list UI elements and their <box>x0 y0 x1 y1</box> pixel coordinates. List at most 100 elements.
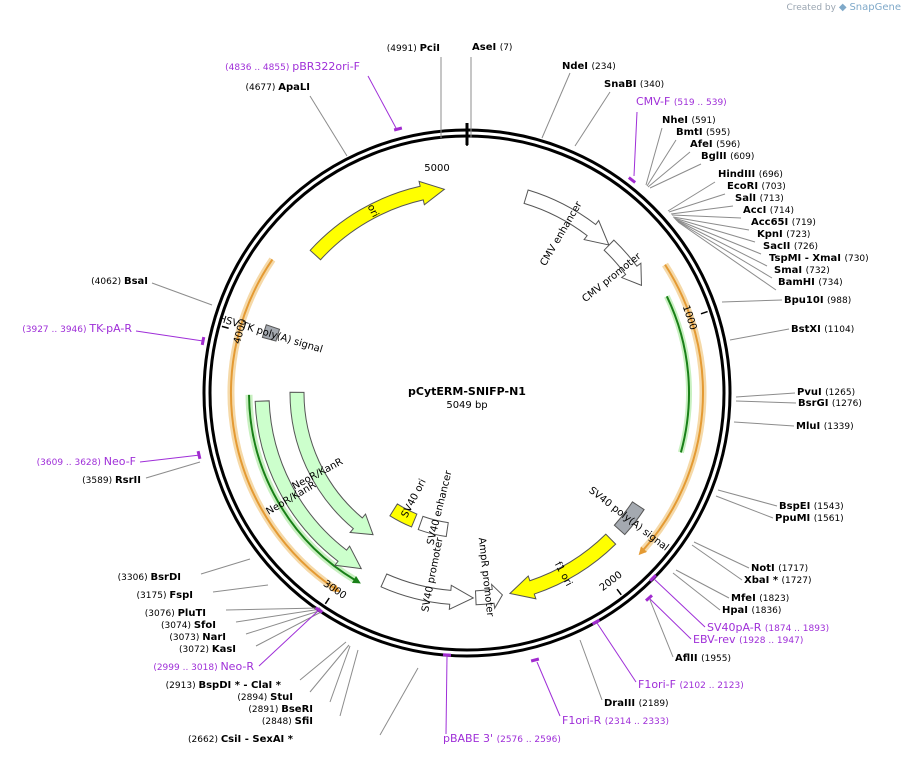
enzyme-name: BstXI <box>791 324 824 335</box>
enzyme-label[interactable]: (3589) RsrII <box>82 475 141 486</box>
enzyme-label[interactable]: NheI (591) <box>662 115 716 126</box>
enzyme-label[interactable]: TspMI - XmaI (730) <box>769 253 869 264</box>
feature-ampr-promoter[interactable] <box>474 583 504 610</box>
enzyme-label[interactable]: MfeI (1823) <box>731 593 789 604</box>
primer-leader <box>652 577 706 628</box>
enzyme-label[interactable]: (2662) CsiI - SexAI * <box>188 734 294 745</box>
enzyme-label[interactable]: (3072) KasI <box>179 644 236 655</box>
enzyme-position: (713) <box>760 194 784 204</box>
primer-label[interactable]: F1ori-F (2102 .. 2123) <box>638 678 744 691</box>
feature-sv40-ori[interactable] <box>389 503 418 528</box>
feature-neor-outer[interactable] <box>289 391 374 536</box>
primer-label[interactable]: pBABE 3' (2576 .. 2596) <box>443 732 561 745</box>
enzyme-name: ApaLI <box>278 82 310 93</box>
primer-leader <box>139 454 201 463</box>
enzyme-position: (596) <box>716 140 740 150</box>
enzyme-label[interactable]: KpnI (723) <box>757 229 810 240</box>
enzyme-label[interactable]: (4677) ApaLI <box>245 82 310 93</box>
enzyme-name: BsrDI <box>150 572 181 583</box>
enzyme-name: NheI <box>662 115 691 126</box>
enzyme-leader <box>667 181 716 212</box>
enzyme-name: FspI <box>169 590 193 601</box>
enzyme-leader <box>668 193 726 213</box>
primer-position: (3927 .. 3946) <box>22 325 89 335</box>
enzyme-label[interactable]: (2891) BseRI <box>248 704 313 715</box>
feature-f1-ori[interactable] <box>508 533 617 600</box>
feature-hsv-tk-polya[interactable] <box>261 324 281 342</box>
enzyme-label[interactable]: XbaI * (1727) <box>744 575 811 586</box>
enzyme-name: HpaI <box>722 605 751 616</box>
primer-label[interactable]: CMV-F (519 .. 539) <box>636 95 727 108</box>
enzyme-position: (734) <box>818 278 842 288</box>
primer-label[interactable]: (3927 .. 3946) TK-pA-R <box>22 322 132 335</box>
enzyme-label[interactable]: (3306) BsrDI <box>118 572 181 583</box>
feature-cmv-enhancer[interactable] <box>523 189 610 246</box>
enzyme-label[interactable]: (2913) BspDI * - ClaI * <box>166 680 282 691</box>
feature-sv40-promoter[interactable] <box>380 573 475 611</box>
enzyme-label[interactable]: HpaI (1836) <box>722 605 781 616</box>
enzyme-label[interactable]: AccI (714) <box>743 205 794 216</box>
enzyme-label[interactable]: (4062) BsaI <box>91 276 148 287</box>
primer-label[interactable]: SV40pA-R (1874 .. 1893) <box>707 621 829 634</box>
primer-name: Neo-R <box>220 660 254 673</box>
enzyme-label[interactable]: (2848) SfiI <box>262 716 313 727</box>
enzyme-name: AflII <box>675 653 701 664</box>
enzyme-label[interactable]: (3076) PluTI <box>145 608 206 619</box>
enzyme-label[interactable]: (3073) NarI <box>169 632 226 643</box>
enzyme-leader <box>693 541 750 569</box>
enzyme-label[interactable]: MluI (1339) <box>796 421 854 432</box>
primer-leader <box>633 111 638 177</box>
primer-name: CMV-F <box>636 95 674 108</box>
enzyme-label[interactable]: DraIII (2189) <box>604 698 669 709</box>
enzyme-position: (3076) <box>145 609 178 619</box>
enzyme-label[interactable]: SacII (726) <box>763 241 818 252</box>
feature-neor-inner[interactable] <box>254 400 363 570</box>
enzyme-label[interactable]: SnaBI (340) <box>604 79 664 90</box>
enzyme-label[interactable]: NdeI (234) <box>562 61 616 72</box>
primer-label[interactable]: F1ori-R (2314 .. 2333) <box>562 714 669 727</box>
orf-arrowhead <box>638 546 647 556</box>
enzyme-position: (719) <box>792 218 816 228</box>
enzyme-label[interactable]: Acc65I (719) <box>751 217 816 228</box>
enzyme-label[interactable]: BstXI (1104) <box>791 324 854 335</box>
enzyme-leader <box>646 139 677 187</box>
enzyme-label[interactable]: BmtI (595) <box>676 127 730 138</box>
enzyme-label[interactable]: HindIII (696) <box>718 169 783 180</box>
enzyme-name: SfoI <box>194 620 216 631</box>
enzyme-leader <box>649 163 702 189</box>
primer-position: (2314 .. 2333) <box>605 717 669 727</box>
primer-marker <box>196 450 202 460</box>
enzyme-label[interactable]: EcoRI (703) <box>727 181 786 192</box>
tick-mark <box>616 588 622 596</box>
enzyme-label[interactable]: BamHI (734) <box>778 277 843 288</box>
enzyme-label[interactable]: PpuMI (1561) <box>775 513 844 524</box>
enzyme-label[interactable]: AflII (1955) <box>675 653 731 664</box>
tick-mark <box>324 597 330 605</box>
enzyme-label[interactable]: BglII (609) <box>701 151 754 162</box>
enzyme-position: (1104) <box>824 325 854 335</box>
enzyme-label[interactable]: (3074) SfoI <box>161 620 216 631</box>
enzyme-label[interactable]: (3175) FspI <box>137 590 193 601</box>
enzyme-label[interactable]: BspEI (1543) <box>779 501 844 512</box>
enzyme-label[interactable]: AfeI (596) <box>690 139 740 150</box>
enzyme-label[interactable]: SalI (713) <box>735 193 784 204</box>
enzyme-label[interactable]: PvuI (1265) <box>797 387 855 398</box>
primer-label[interactable]: (2999 .. 3018) Neo-R <box>153 660 254 673</box>
enzyme-name: PpuMI <box>775 513 814 524</box>
feature-ori[interactable] <box>309 180 446 261</box>
enzyme-label[interactable]: Bpu10I (988) <box>784 295 851 306</box>
enzyme-label[interactable]: BsrGI (1276) <box>798 398 862 409</box>
primer-label[interactable]: (3609 .. 3628) Neo-F <box>37 455 136 468</box>
enzyme-label[interactable]: (4991) PciI <box>387 43 440 54</box>
feature-cmv-promoter[interactable] <box>603 239 642 287</box>
enzyme-label[interactable]: (2894) StuI <box>237 692 293 703</box>
primer-label[interactable]: (4836 .. 4855) pBR322ori-F <box>225 60 360 73</box>
primer-marker <box>649 574 657 582</box>
enzyme-label[interactable]: AseI (7) <box>472 42 512 53</box>
enzyme-position: (3072) <box>179 645 212 655</box>
enzyme-label[interactable]: NotI (1717) <box>751 563 808 574</box>
feature-sv40-enhancer[interactable] <box>417 515 449 538</box>
primer-label[interactable]: EBV-rev (1928 .. 1947) <box>693 633 803 646</box>
enzyme-label[interactable]: SmaI (732) <box>774 265 830 276</box>
feature-sv40-polya[interactable] <box>613 501 645 536</box>
